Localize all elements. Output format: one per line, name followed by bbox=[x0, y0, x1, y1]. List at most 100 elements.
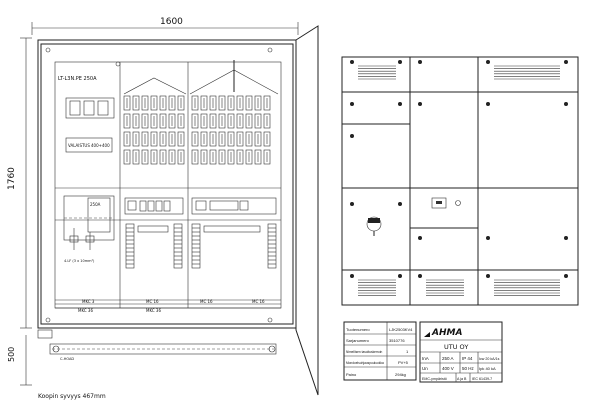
meter-section bbox=[63, 195, 115, 250]
spec-r2-c1: Un bbox=[422, 366, 428, 371]
breaker bbox=[218, 113, 226, 129]
breaker bbox=[227, 149, 235, 165]
lock-dot bbox=[350, 134, 354, 138]
main-switch-handle bbox=[366, 216, 382, 236]
breaker bbox=[200, 149, 208, 165]
ventilation-grilles bbox=[358, 65, 560, 296]
label-row-5-name: Paino bbox=[346, 372, 357, 377]
model-name: UTU OY bbox=[444, 343, 468, 351]
breaker bbox=[236, 95, 244, 111]
label-row-3-name: Nimellisen tasoituskerroin bbox=[346, 350, 383, 354]
terminal-strip bbox=[173, 223, 183, 269]
breaker bbox=[200, 95, 208, 111]
breaker bbox=[263, 149, 271, 165]
spec-r2-c3: 50 Hz bbox=[462, 366, 475, 371]
breaker bbox=[159, 113, 167, 129]
lock-dot bbox=[564, 102, 568, 106]
bottom-label-5: MKC 36 bbox=[78, 308, 93, 313]
breaker bbox=[177, 149, 185, 165]
breaker bbox=[254, 131, 262, 147]
breaker bbox=[132, 149, 140, 165]
breaker bbox=[191, 113, 199, 129]
breaker bbox=[245, 131, 253, 147]
label-row-1-value: LJK2503KV4 bbox=[389, 327, 413, 332]
breaker bbox=[218, 131, 226, 147]
breaker bbox=[168, 113, 176, 129]
bottom-label-1: MKC 3 bbox=[82, 299, 95, 304]
breaker bbox=[123, 113, 131, 129]
breaker bbox=[209, 113, 217, 129]
spec-r1-c2: 250 A bbox=[442, 356, 454, 361]
dimension-lines bbox=[20, 22, 299, 386]
lock-dot bbox=[418, 102, 422, 106]
breaker bbox=[159, 95, 167, 111]
breaker bbox=[227, 113, 235, 129]
terminal-strip bbox=[267, 223, 277, 269]
breaker bbox=[141, 95, 149, 111]
lock-dot bbox=[350, 102, 354, 106]
bottom-label-2: MC 16 bbox=[146, 299, 159, 304]
label-row-1-name: Tuotenumero bbox=[346, 327, 370, 332]
breaker bbox=[218, 149, 226, 165]
breaker bbox=[227, 131, 235, 147]
breaker bbox=[254, 95, 262, 111]
spec-r1-c1: InA bbox=[422, 356, 429, 361]
label-row-4-name: Mondoelsuhjauspuuluokka bbox=[346, 361, 384, 365]
breaker bbox=[200, 131, 208, 147]
breaker bbox=[132, 95, 140, 111]
spec-r2-c2: 400 V bbox=[442, 366, 454, 371]
lock-dot bbox=[418, 236, 422, 240]
lock-dot bbox=[418, 274, 422, 278]
breaker bbox=[254, 149, 262, 165]
lock-dot bbox=[418, 60, 422, 64]
lighting-label: VALAISTUS bbox=[68, 143, 90, 148]
bottom-label-row bbox=[55, 303, 281, 309]
spec-r1-c3: IP 44 bbox=[462, 356, 473, 361]
breaker bbox=[191, 149, 199, 165]
busbar-long bbox=[203, 225, 261, 233]
brand-logo: AHMA bbox=[431, 328, 462, 338]
breaker bbox=[245, 149, 253, 165]
breaker bbox=[191, 95, 199, 111]
cable-note: 4.LF (3 x 10mm²) bbox=[64, 259, 95, 263]
breaker bbox=[123, 131, 131, 147]
bottom-label-6: MKC 36 bbox=[146, 308, 161, 313]
breaker bbox=[141, 131, 149, 147]
breaker-grid-right bbox=[191, 95, 271, 165]
breaker bbox=[123, 149, 131, 165]
breaker bbox=[236, 149, 244, 165]
spec-r3-c1: EMC-ympäristö bbox=[422, 377, 447, 381]
breaker bbox=[209, 131, 217, 147]
breaker bbox=[209, 95, 217, 111]
enclosure-exterior-view bbox=[341, 56, 579, 306]
terminal-strip bbox=[125, 223, 135, 269]
lock-dot bbox=[398, 60, 402, 64]
breaker bbox=[254, 113, 262, 129]
spec-r3-c2: A ja B bbox=[457, 377, 467, 381]
busbar-short bbox=[137, 225, 169, 233]
width-dimension: 1600 bbox=[160, 17, 183, 27]
breaker bbox=[263, 113, 271, 129]
lock-dot bbox=[564, 274, 568, 278]
breaker-grid-middle bbox=[123, 95, 185, 165]
lock-dot bbox=[486, 236, 490, 240]
lock-dot bbox=[350, 60, 354, 64]
terminal-strip bbox=[191, 223, 201, 269]
breaker bbox=[236, 131, 244, 147]
breaker bbox=[191, 131, 199, 147]
bottom-label-3: MC 16 bbox=[200, 299, 213, 304]
door-locks bbox=[350, 60, 568, 278]
breaker bbox=[168, 95, 176, 111]
label-row-5-value: 294kg bbox=[395, 372, 406, 377]
breaker bbox=[150, 131, 158, 147]
lock-dot bbox=[350, 274, 354, 278]
plinth bbox=[37, 329, 277, 355]
fuse-label: 250A bbox=[90, 202, 101, 207]
breaker bbox=[159, 131, 167, 147]
breaker bbox=[123, 95, 131, 111]
terminal-strips bbox=[125, 223, 277, 269]
height-dimension: 1760 bbox=[7, 167, 17, 190]
label-row-2-name: Sarjanumero bbox=[346, 338, 370, 343]
breaker bbox=[263, 131, 271, 147]
